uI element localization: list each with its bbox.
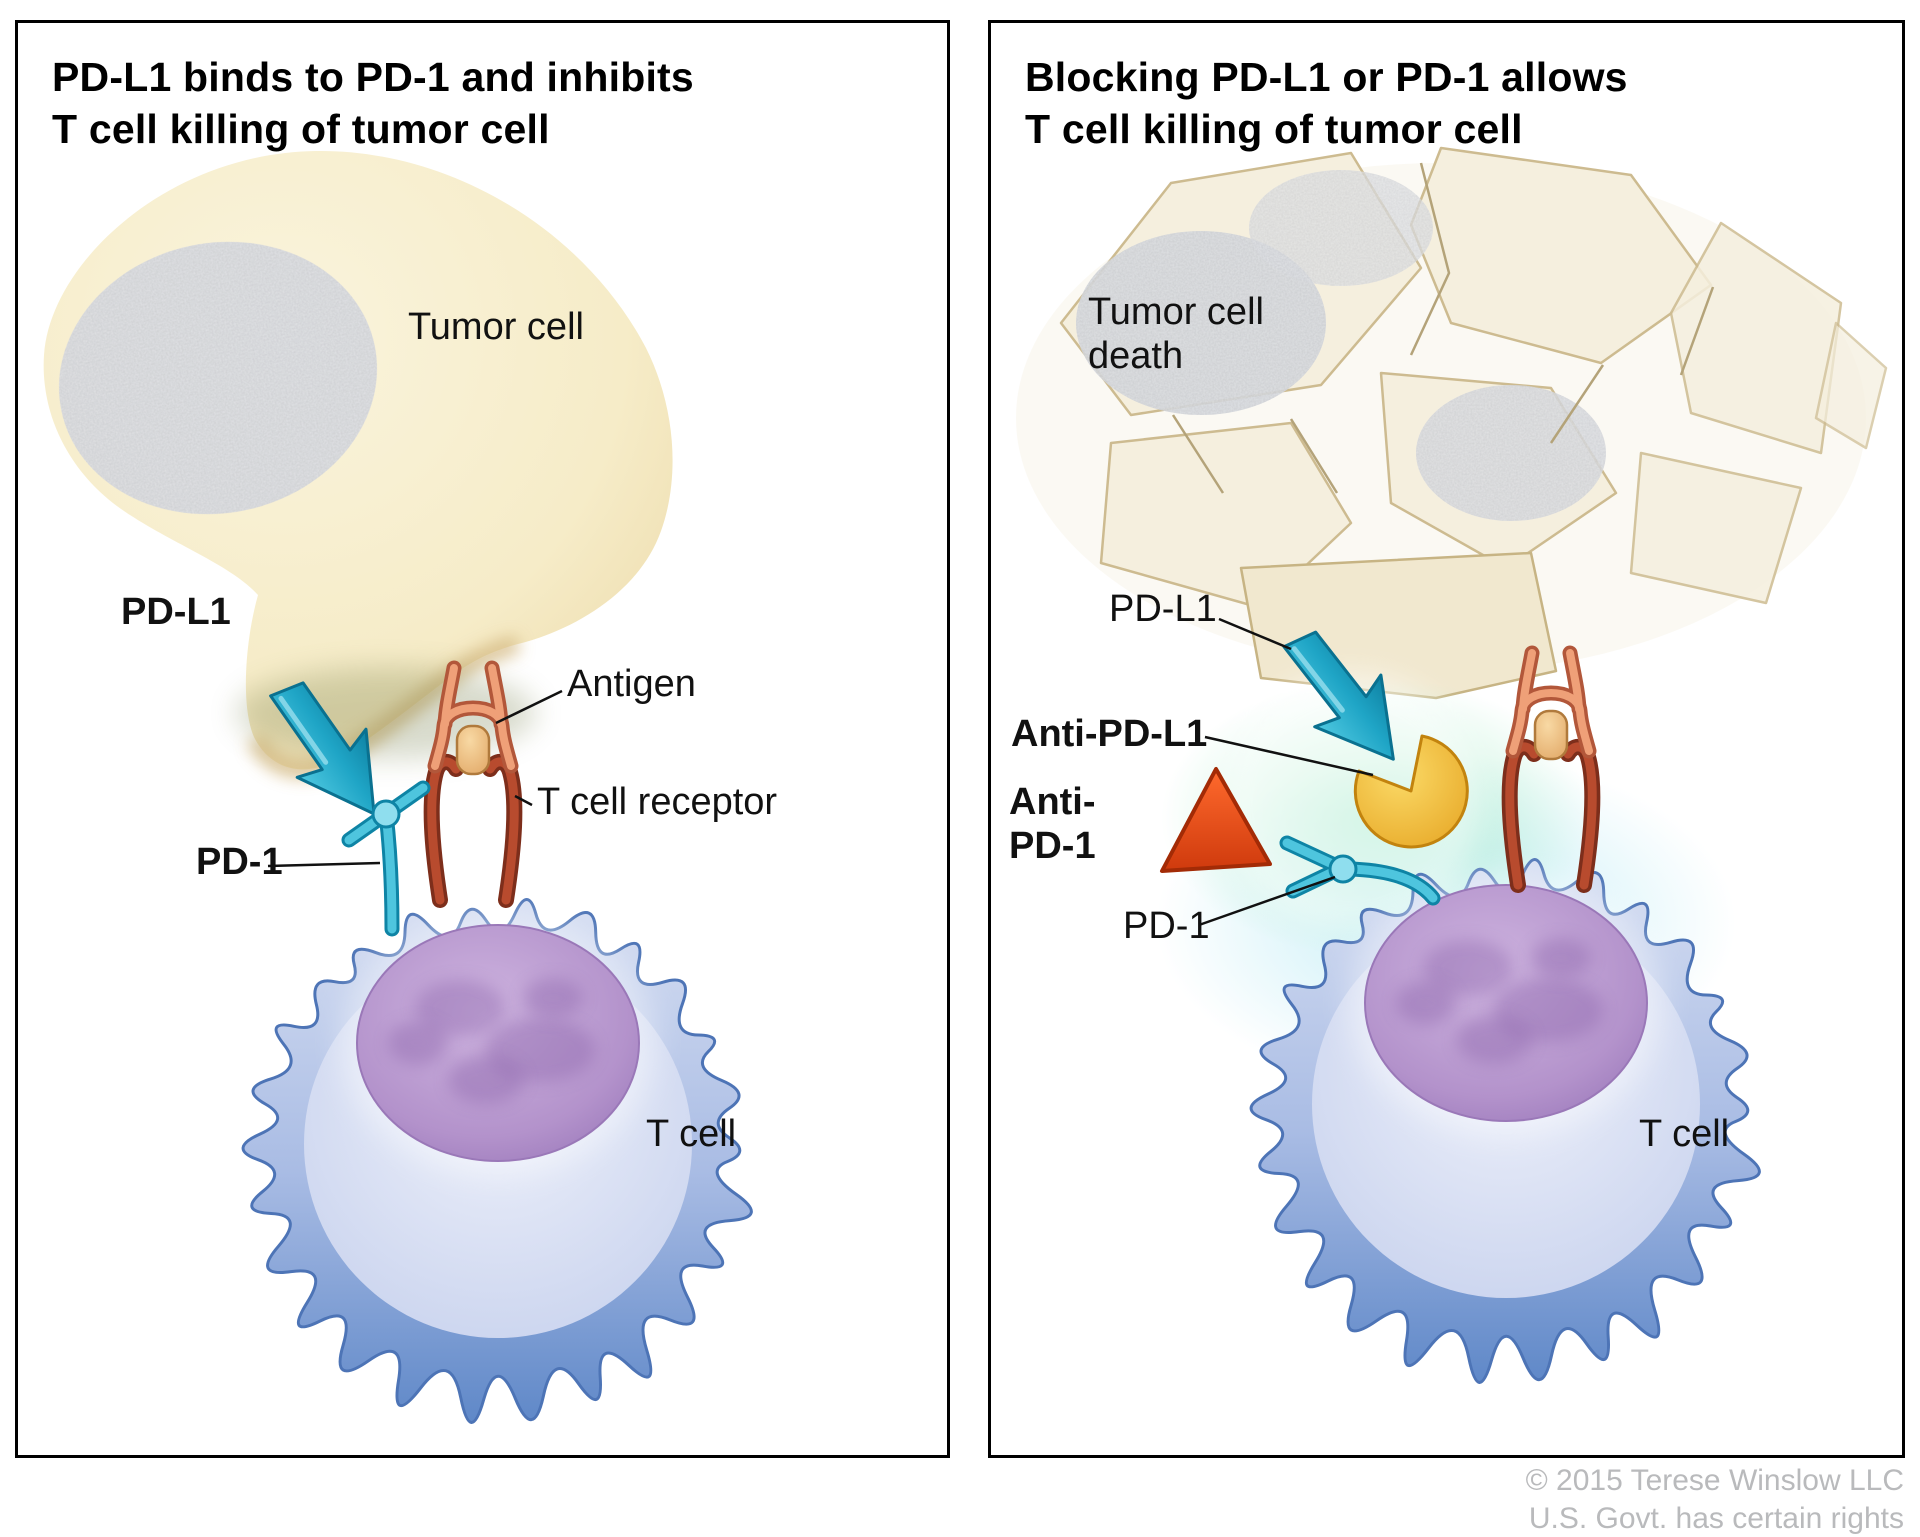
label-pdl1: PD-L1 xyxy=(121,591,231,635)
copyright-line: © 2015 Terese Winslow LLC xyxy=(1526,1462,1904,1500)
tcr-mhc-complex xyxy=(432,668,515,900)
panel-left-artwork xyxy=(18,23,947,1455)
panel-blocking: Blocking PD-L1 or PD-1 allows T cell kil… xyxy=(988,20,1905,1458)
panel-inhibition: PD-L1 binds to PD-1 and inhibits T cell … xyxy=(15,20,950,1458)
copyright-credit: © 2015 Terese Winslow LLC U.S. Govt. has… xyxy=(1526,1462,1904,1537)
panel-right-title: Blocking PD-L1 or PD-1 allows T cell kil… xyxy=(1025,51,1628,156)
label-tumor-cell-death: Tumor cell death xyxy=(1088,291,1264,378)
label-pd1: PD-1 xyxy=(1123,905,1210,949)
label-t-cell-receptor: T cell receptor xyxy=(537,781,777,825)
rights-line: U.S. Govt. has certain rights xyxy=(1526,1500,1904,1537)
label-t-cell: T cell xyxy=(1639,1113,1729,1157)
label-t-cell: T cell xyxy=(646,1113,736,1157)
label-anti-pdl1: Anti-PD-L1 xyxy=(1011,713,1207,757)
t-cell xyxy=(243,899,751,1422)
label-tumor-cell: Tumor cell xyxy=(408,306,584,350)
pointer-line-pd1 xyxy=(268,863,380,866)
label-pdl1: PD-L1 xyxy=(1109,588,1217,632)
panel-left-title: PD-L1 binds to PD-1 and inhibits T cell … xyxy=(52,51,694,156)
label-antigen: Antigen xyxy=(567,663,696,707)
pd1-receptor xyxy=(349,788,423,929)
label-anti-pd1: Anti- PD-1 xyxy=(1009,781,1096,868)
label-pd1: PD-1 xyxy=(196,841,283,885)
